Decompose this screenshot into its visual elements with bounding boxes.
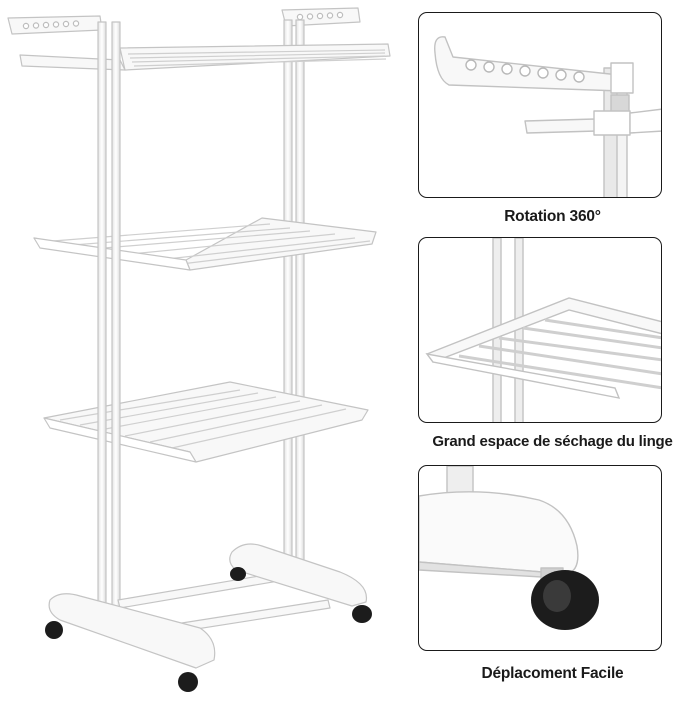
- feature-panel-rotation: [418, 12, 662, 198]
- right-base-foot: [229, 543, 368, 607]
- feature-panel-drying-space: [418, 237, 662, 423]
- caster-wheels: [45, 567, 372, 692]
- left-base-foot: [48, 593, 216, 669]
- product-image: [7, 7, 391, 692]
- feature-caption-drying-space: Grand espace de séchage du linge: [432, 433, 673, 450]
- drying-shelf-icon: [425, 238, 661, 422]
- top-shelf: [19, 54, 126, 71]
- caster-wheel: [531, 570, 599, 630]
- caster-wheel-icon: [419, 466, 599, 630]
- feature-caption-rotation: Rotation 360°: [504, 208, 601, 225]
- lower-shelf: [43, 381, 369, 463]
- drying-rack-illustration: [7, 7, 391, 692]
- feature-panel-mobility: [418, 465, 662, 651]
- rotating-arm-icon: [434, 36, 661, 197]
- feature-caption-mobility: Déplacoment Facile: [481, 665, 624, 682]
